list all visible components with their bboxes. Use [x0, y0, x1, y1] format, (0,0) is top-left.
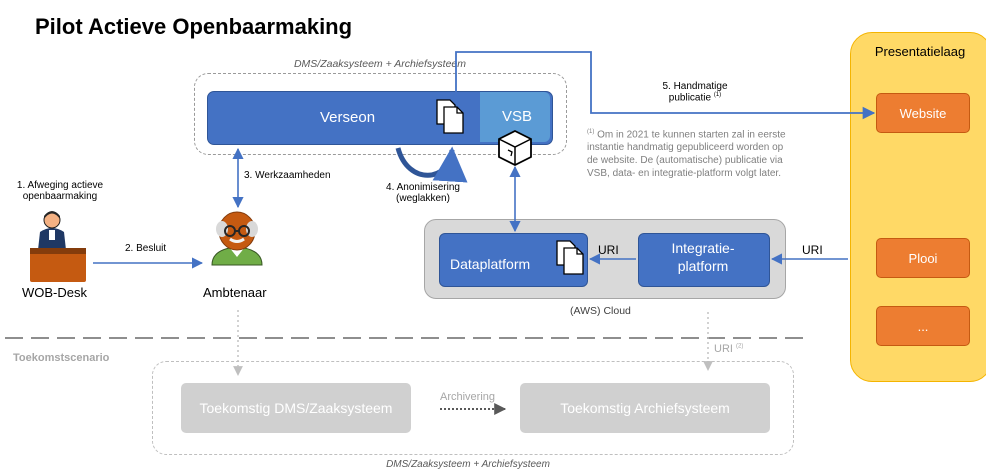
step4-line1: 4. Anonimisering	[386, 182, 460, 193]
step1-line1: 1. Afweging actieve	[16, 180, 104, 191]
dms-archief-group	[194, 73, 567, 155]
future-uri-label: URI (2)	[714, 343, 743, 355]
document-icon	[436, 99, 464, 134]
cloud-label: (AWS) Cloud	[570, 305, 631, 317]
footnote-line: de website. De (automatische) publicatie…	[587, 155, 783, 167]
step5-line2: publicatie	[668, 92, 712, 104]
future-dms-box: Toekomstig DMS/Zaaksysteem	[181, 383, 411, 433]
document-icon	[556, 240, 584, 275]
step4-label: 4. Anonimisering (weglakken)	[373, 182, 473, 204]
dms-archief-group-label: DMS/Zaaksysteem + Archiefsysteem	[293, 58, 467, 70]
future-group-label: DMS/Zaaksysteem + Archiefsysteem	[386, 459, 550, 470]
presentation-layer-title: Presentatielaag	[874, 44, 966, 59]
wob-desk-label: WOB-Desk	[22, 285, 87, 300]
plooi-box: Plooi	[876, 238, 970, 278]
page-title: Pilot Actieve Openbaarmaking	[35, 14, 353, 39]
footnote: (1) Om in 2021 te kunnen starten zal in …	[587, 126, 847, 180]
vsb-label: VSB	[502, 108, 533, 125]
archivering-label: Archivering	[440, 391, 496, 403]
step4-line2: (weglakken)	[396, 193, 450, 204]
ambtenaar-person-icon	[211, 211, 263, 266]
future-uri-sup: (2)	[736, 343, 744, 350]
step5-sup: (1)	[713, 92, 722, 98]
step2-label: 2. Besluit	[125, 243, 167, 254]
footnote-sup: (1)	[587, 129, 595, 135]
footnote-line: instantie handmatig gepubliceerd worden …	[587, 142, 784, 154]
future-group	[152, 361, 794, 455]
wob-desk-person-icon	[30, 211, 86, 282]
step1-label: 1. Afweging actieve openbaarmaking	[5, 180, 115, 202]
verseon-label: Verseon	[320, 109, 376, 126]
integratieplatform-box	[638, 233, 770, 287]
uri-label-1: URI	[598, 243, 619, 257]
anonimisering-arrow	[395, 146, 468, 183]
future-archief-box: Toekomstig Archiefsysteem	[520, 383, 770, 433]
step1-line2: openbaarmaking	[22, 191, 98, 202]
uri-label-2: URI	[802, 243, 823, 257]
future-uri: URI	[714, 343, 733, 355]
footnote-line: Om in 2021 te kunnen starten zal in eers…	[597, 129, 786, 141]
footnote-line: VSB, data- en integratie-platform volgt …	[587, 168, 781, 180]
future-label: Toekomstscenario	[13, 352, 110, 364]
package-icon	[498, 129, 532, 167]
more-box: ...	[876, 306, 970, 346]
integratieplatform-label-1: Integratie-	[671, 240, 735, 256]
step5-line1: 5. Handmatige	[662, 81, 728, 92]
integratieplatform-label-2: platform	[677, 258, 729, 274]
step5-label: 5. Handmatige publicatie (1)	[640, 81, 750, 103]
ambtenaar-label: Ambtenaar	[203, 285, 267, 300]
dataplatform-label: Dataplatform	[450, 256, 531, 272]
publication-arrow	[455, 51, 876, 120]
website-box: Website	[876, 93, 970, 133]
step3-label: 3. Werkzaamheden	[244, 170, 331, 181]
